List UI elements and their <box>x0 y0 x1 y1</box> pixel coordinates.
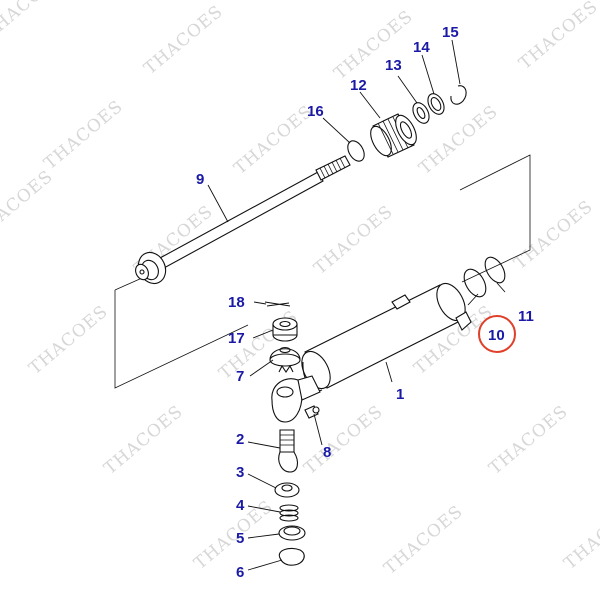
callout-13: 13 <box>385 57 402 74</box>
watermark: THACOES <box>40 97 127 174</box>
callout-15: 15 <box>442 24 459 41</box>
callout-11: 11 <box>518 308 534 325</box>
callout-4: 4 <box>236 497 245 514</box>
callout-8: 8 <box>323 444 331 461</box>
callout-labels: 1 2 3 4 5 6 7 8 9 10 11 12 13 14 15 16 1… <box>196 24 534 581</box>
part-13-nut <box>412 102 430 124</box>
watermark: THACOES <box>25 302 112 379</box>
callout-3: 3 <box>236 464 244 481</box>
callout-1: 1 <box>396 386 404 403</box>
part-10-ring <box>463 268 487 298</box>
part-8-grease-fitting <box>304 405 320 419</box>
part-6-snap-ring <box>278 547 305 566</box>
part-9-piston-rod <box>135 155 351 285</box>
watermark: THACOES <box>0 167 57 244</box>
callout-9: 9 <box>196 171 204 188</box>
watermark: THACOES <box>100 402 187 479</box>
part-tie-rod-end <box>271 364 321 423</box>
part-18-cotter-pin <box>264 301 291 307</box>
callout-5: 5 <box>236 530 244 547</box>
part-16-o-ring <box>347 140 365 162</box>
callout-6: 6 <box>236 564 244 581</box>
watermark: THACOES <box>560 497 600 574</box>
part-12-packing <box>370 113 417 158</box>
highlight-circle <box>478 315 516 353</box>
callout-18: 18 <box>228 294 245 311</box>
callout-16: 16 <box>307 103 324 120</box>
part-5-plug <box>278 525 306 541</box>
watermark: THACOES <box>0 0 67 44</box>
callout-2: 2 <box>236 431 244 448</box>
assembly-outline <box>114 154 531 389</box>
callout-12: 12 <box>350 77 367 94</box>
part-15-snap-ring <box>450 85 467 105</box>
watermark-layer: THACOES THACOES THACOES THACOES THACOES … <box>0 0 600 579</box>
watermark: THACOES <box>330 7 417 84</box>
leader-lines <box>207 39 506 571</box>
part-1-cylinder <box>301 282 472 392</box>
watermark: THACOES <box>190 497 277 574</box>
callout-17: 17 <box>228 330 245 347</box>
part-17-castle-nut <box>272 317 298 342</box>
watermark: THACOES <box>140 2 227 79</box>
watermark: THACOES <box>230 102 317 179</box>
part-4-spring <box>279 504 299 522</box>
part-14-ring <box>427 93 445 115</box>
callout-7: 7 <box>236 368 244 385</box>
watermark: THACOES <box>380 502 467 579</box>
watermark: THACOES <box>510 197 597 274</box>
watermark: THACOES <box>485 402 572 479</box>
part-7-dust-boot <box>269 346 301 367</box>
part-3-seat <box>274 482 300 498</box>
callout-10: 10 <box>488 327 505 344</box>
watermark: THACOES <box>515 0 600 74</box>
part-2-ball-stud <box>278 429 299 473</box>
callout-14: 14 <box>413 39 430 56</box>
watermark: THACOES <box>310 202 397 279</box>
part-11-ring <box>484 256 506 284</box>
